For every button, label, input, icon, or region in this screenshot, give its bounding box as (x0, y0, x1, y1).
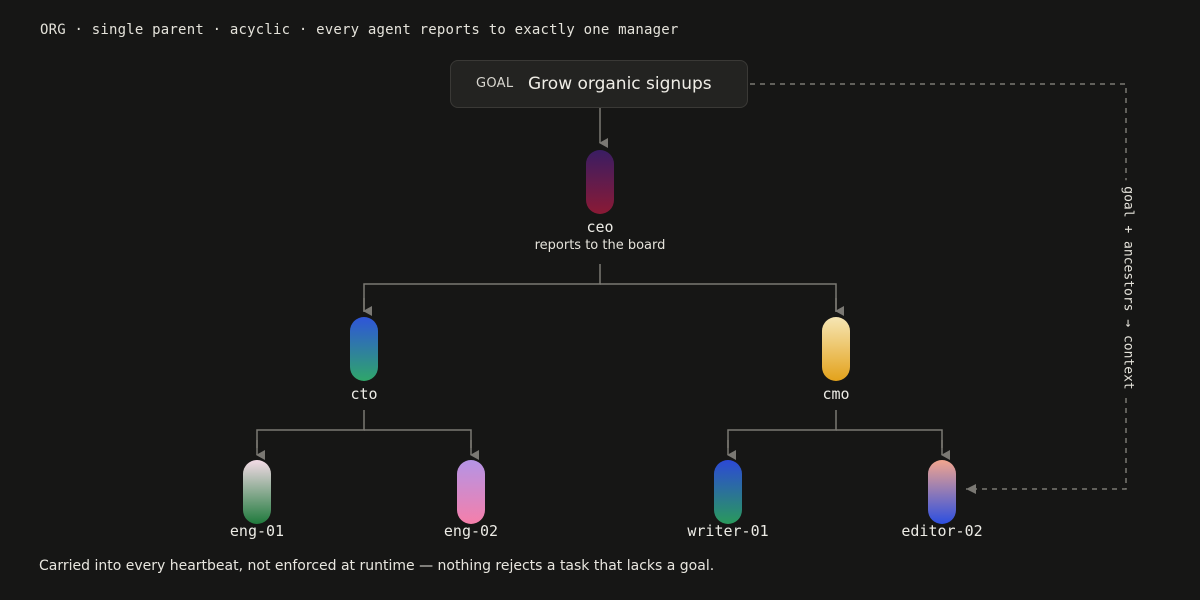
ceo-node (586, 150, 614, 214)
cto-label: cto (350, 385, 378, 403)
cto-to-eng-connector (256, 410, 365, 448)
ceo-label: ceo (586, 218, 614, 236)
context-arrowhead (966, 484, 976, 494)
cmo-node (822, 317, 850, 381)
diagram-header: ORG · single parent · acyclic · every ag… (40, 22, 679, 38)
ceo-subtitle: reports to the board (534, 238, 666, 253)
goal-context-label: goal + ancestors → context (1120, 180, 1136, 396)
ceo-to-reports-connector (363, 264, 601, 312)
goal-box: GOAL Grow organic signups (450, 60, 748, 108)
eng-02-label: eng-02 (443, 522, 499, 540)
goal-tag: GOAL (476, 76, 514, 91)
editor-02-node (928, 460, 956, 524)
cmo-label: cmo (822, 385, 850, 403)
writer-01-node (714, 460, 742, 524)
editor-02-label: editor-02 (901, 522, 983, 540)
goal-title: Grow organic signups (528, 74, 712, 94)
cmo-to-content-connector (727, 410, 837, 448)
writer-01-label: writer-01 (687, 522, 769, 540)
eng-02-node (457, 460, 485, 524)
eng-01-label: eng-01 (229, 522, 285, 540)
footer-note: Carried into every heartbeat, not enforc… (39, 558, 715, 574)
eng-01-node (243, 460, 271, 524)
goal-context-dashed-line (750, 83, 1127, 490)
cto-node (350, 317, 378, 381)
